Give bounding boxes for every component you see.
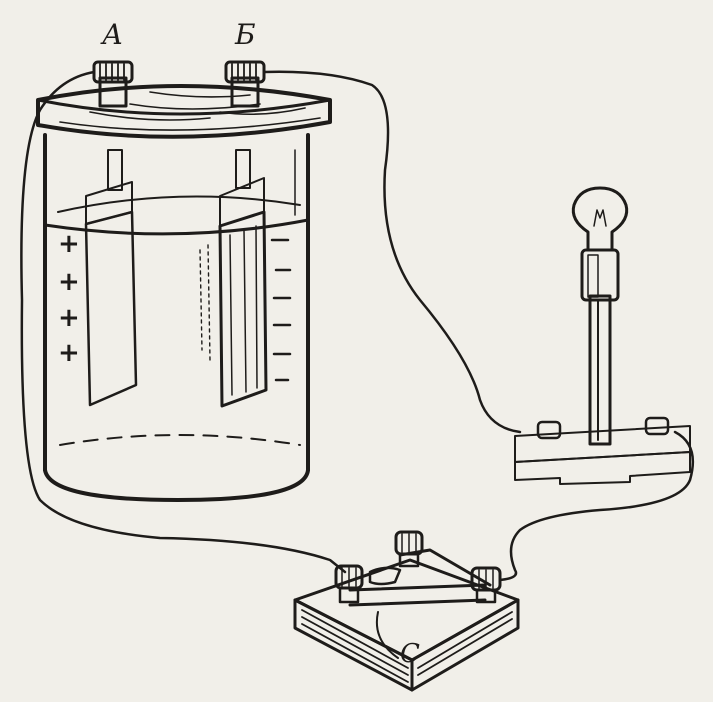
key-blade [368,566,402,586]
key-screw-right [470,566,502,604]
label-terminal-b: Б [234,18,256,51]
label-key: С [400,639,420,669]
key-screw-left [334,564,364,604]
key-base-right [410,598,520,692]
light-bulb [571,186,629,252]
bulb-filament [593,209,607,227]
liquid-surface-back [57,195,301,213]
lamp-stand [514,186,691,485]
plus-sign: + [58,267,80,297]
lid-top-edge [36,98,332,116]
terminal-a [92,60,134,108]
wire-lamp-to-key [498,430,695,582]
electrode-left-submerged [84,210,138,407]
key-contact-strip [348,583,487,592]
electrode-right-submerged [218,210,268,408]
switch-key: С [293,530,520,692]
lamp-base-terminal-right [644,416,670,436]
electrode-shading [199,244,211,361]
electrode-right [218,149,268,408]
glass-jar [43,133,310,502]
lamp-pole [588,294,612,446]
terminal-b [224,60,266,108]
key-screw-top [394,530,424,568]
wire-a-to-key [20,70,347,574]
liquid-surface-front [43,218,310,236]
lamp-base-front [514,451,691,485]
jar-inner-bottom [59,434,301,446]
plus-signs: + + + + + [58,229,80,368]
plus-sign: + [58,303,80,333]
wire-b-to-lamp [262,70,522,434]
lamp-base-terminal-left [536,420,562,440]
label-terminal-a: А [100,18,123,51]
lid-wood-grain [54,91,321,138]
plus-sign: + [58,338,80,368]
wires [20,70,695,582]
jar-lid [36,84,332,139]
electrode-left [84,149,138,407]
plus-sign: + [58,229,80,259]
jar-scale-marks [270,238,292,382]
jar-bottom [43,468,310,502]
